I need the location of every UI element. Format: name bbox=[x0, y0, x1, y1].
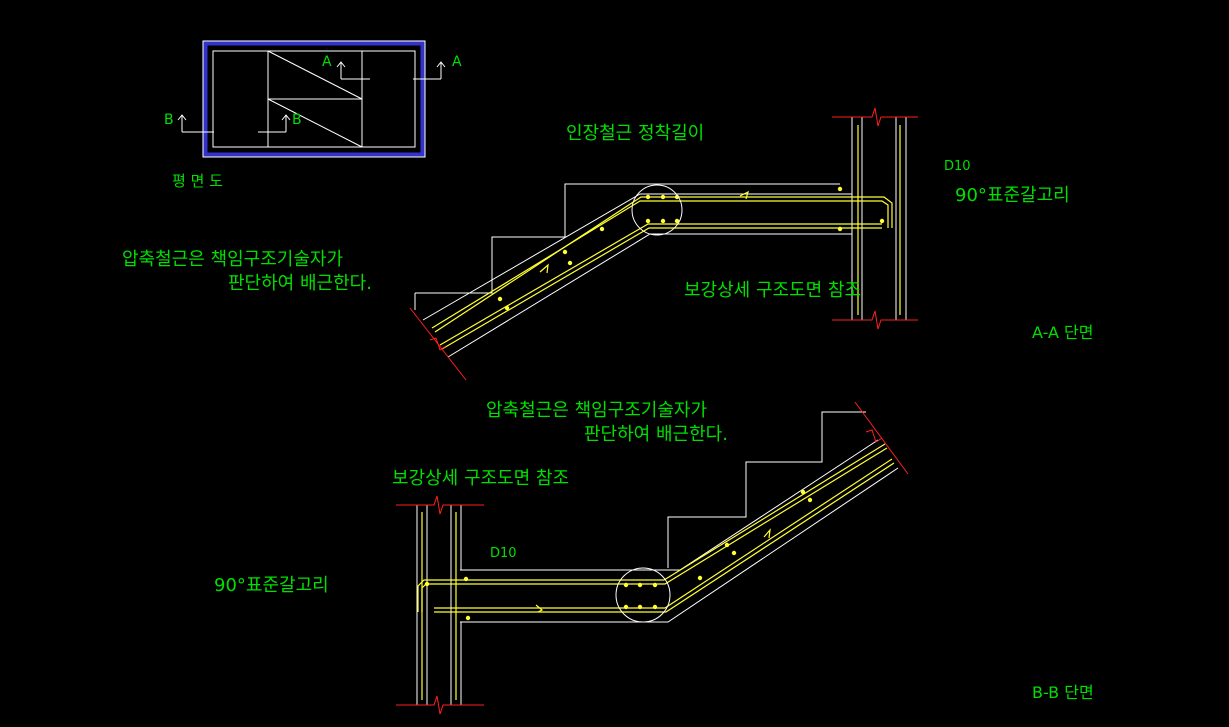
section-bb: 압축철근은 책임구조기술자가 판단하여 배근한다. 보강상세 구조도면 참조 D… bbox=[214, 400, 1094, 715]
aa-slab-top bbox=[422, 193, 852, 321]
bb-break-lines bbox=[396, 401, 909, 715]
mark-b-right: B bbox=[292, 112, 302, 128]
bb-bar-note: D10 bbox=[490, 546, 517, 561]
bb-title: B-B 단면 bbox=[1032, 683, 1094, 702]
section-mark-a bbox=[336, 61, 446, 80]
plan-outer-frame bbox=[202, 40, 426, 158]
bb-compression-note-1: 압축철근은 책임구조기술자가 bbox=[486, 400, 707, 421]
bb-slab-top bbox=[460, 439, 879, 571]
bb-hook-note: 90°표준갈고리 bbox=[214, 575, 329, 596]
aa-title: A-A 단면 bbox=[1032, 323, 1094, 342]
aa-compression-note-1: 압축철근은 책임구조기술자가 bbox=[122, 249, 343, 270]
aa-bar-note: D10 bbox=[944, 159, 971, 174]
bb-rebar-dots bbox=[424, 489, 813, 621]
mark-a-left: A bbox=[322, 54, 332, 70]
aa-wall bbox=[851, 117, 907, 320]
aa-break-lines bbox=[409, 107, 918, 381]
aa-detail-note: 보강상세 구조도면 참조 bbox=[684, 280, 861, 301]
bb-detail-note: 보강상세 구조도면 참조 bbox=[392, 468, 569, 489]
aa-compression-note-2: 판단하여 배근한다. bbox=[228, 273, 372, 294]
mark-a-right: A bbox=[452, 54, 462, 70]
aa-detail-circle bbox=[631, 184, 683, 236]
section-mark-b bbox=[177, 114, 291, 133]
plan-view: A A B B 평 면 도 bbox=[164, 40, 462, 190]
aa-rebar bbox=[431, 125, 901, 350]
plan-label: 평 면 도 bbox=[172, 172, 223, 190]
bb-compression-note-2: 판단하여 배근한다. bbox=[584, 424, 728, 445]
plan-outer-line bbox=[202, 40, 426, 158]
section-aa: 인장철근 정착길이 D10 90°표준갈고리 압축철근은 책임구조기술자가 판단… bbox=[122, 107, 1094, 381]
bb-slab-bottom bbox=[460, 467, 899, 623]
bb-detail-circle bbox=[615, 567, 671, 623]
mark-b-left: B bbox=[164, 112, 174, 128]
plan-stair bbox=[267, 50, 363, 148]
aa-anchor-note: 인장철근 정착길이 bbox=[566, 123, 704, 144]
bb-wall bbox=[416, 505, 462, 705]
aa-hook-note: 90°표준갈고리 bbox=[955, 185, 1070, 206]
bb-steps bbox=[667, 411, 866, 568]
aa-steps bbox=[415, 183, 840, 294]
